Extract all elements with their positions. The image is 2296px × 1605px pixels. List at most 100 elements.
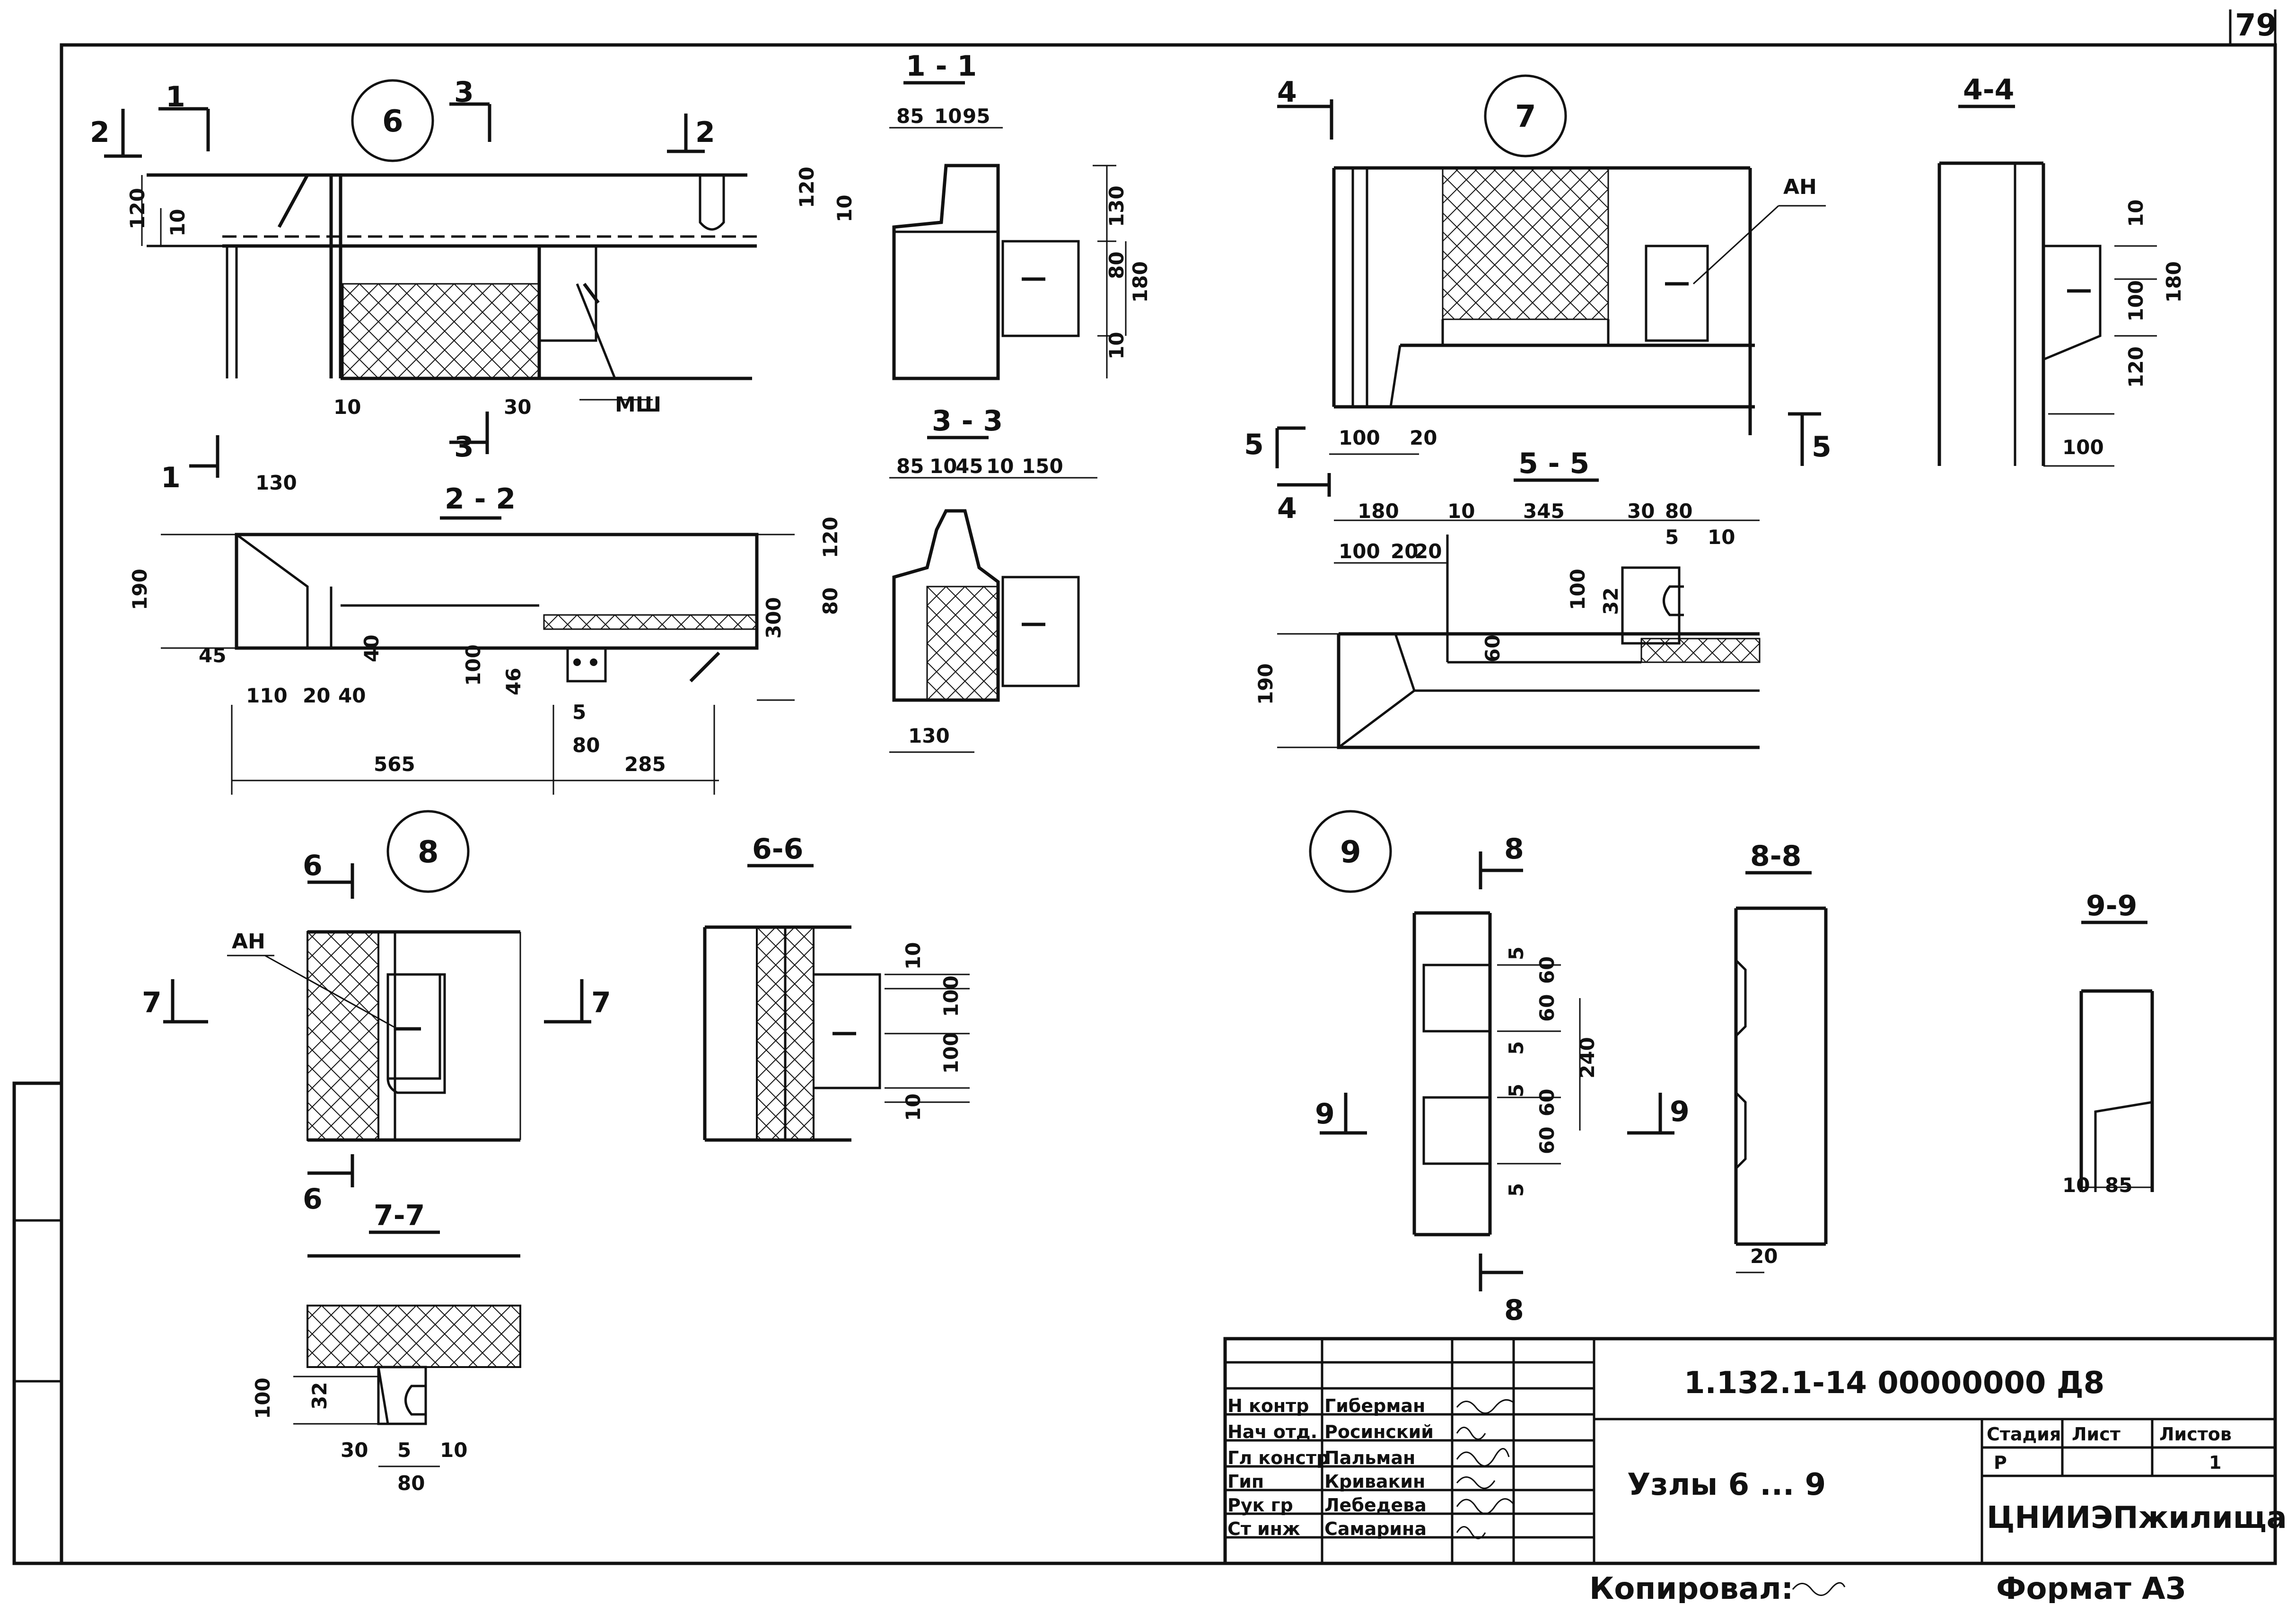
dim-285: 285 [624, 753, 666, 776]
dim-190: 190 [128, 569, 151, 610]
copied-signature [1792, 1582, 1846, 1596]
label-cut_marks-c7: 7 [591, 986, 611, 1019]
dim-10-e: 10 [1105, 332, 1128, 360]
dim-10-h: 10 [2124, 200, 2147, 227]
label-cut_marks-c3: 3 [454, 430, 474, 464]
dim-10-j: 10 [1708, 526, 1735, 549]
dim-120-c: 120 [819, 517, 842, 558]
label-cut_marks-c2: 2 [695, 116, 715, 149]
label-cut_marks-c1: 1 [161, 461, 181, 494]
dim-20-c: 20 [1391, 540, 1418, 563]
format-label: Формат А3 [1996, 1571, 2186, 1603]
section-9-9: 9-9 [2079, 889, 2154, 1192]
dim-80-c: 80 [819, 588, 842, 615]
label-sections-s55: 5 - 5 [1518, 447, 1589, 480]
tb-name-4: Лебедева [1324, 1495, 1427, 1516]
dim-5-g: 5 [1505, 1183, 1528, 1197]
dim-5: 5 [572, 701, 586, 724]
dim-300: 300 [762, 597, 785, 639]
section-6-6: 6-6 [703, 833, 970, 1142]
dim-30-c: 30 [341, 1438, 368, 1462]
callout-an-node7: АН [1783, 175, 1817, 199]
label-cut_marks-c7: 7 [142, 986, 162, 1019]
tb-sheets: 1 [2209, 1452, 2221, 1473]
label-cut_marks-c9: 9 [1315, 1097, 1335, 1131]
copied-label: Копировал: [1589, 1571, 1793, 1603]
tb-org: ЦНИИЭПжилища [1987, 1500, 2287, 1535]
cut-mark-1: 1 [161, 435, 219, 494]
dim-20-b: 20 [1410, 426, 1437, 449]
dim-100-h: 100 [939, 1032, 963, 1074]
dim-180-b: 180 [2162, 261, 2185, 303]
label-cut_marks-c4: 4 [1277, 76, 1297, 109]
node-6-view: 6 [141, 79, 757, 380]
label-cut_marks-c1: 1 [166, 80, 185, 114]
dim-10-k: 10 [902, 942, 925, 970]
label-cut_marks-c8: 8 [1504, 1294, 1524, 1327]
dim-100-b: 100 [1339, 426, 1380, 449]
dim-10-d: 10 [833, 195, 856, 222]
dim-60-b: 60 [1535, 956, 1559, 984]
section-4-4: 4-4 [1937, 73, 2157, 467]
dim-5-b: 5 [1665, 526, 1679, 549]
dim-10-n: 10 [2062, 1174, 2090, 1197]
dim-45-b: 45 [955, 455, 983, 478]
dim-100-i: 100 [251, 1377, 274, 1419]
dim-10-b: 10 [333, 395, 361, 419]
dim-120: 120 [126, 188, 149, 229]
section-2-2: 2 - 2 [161, 482, 795, 795]
dim-5-e: 5 [1505, 1041, 1528, 1055]
node-8-number: 8 [418, 835, 439, 870]
dim-120-b: 120 [795, 167, 818, 208]
node-6-number: 6 [382, 104, 403, 139]
dim-85: 85 [896, 105, 924, 128]
dim-130-c: 130 [908, 724, 950, 747]
dim-345: 345 [1523, 500, 1565, 523]
node-8-view: 8 [227, 810, 521, 1142]
dim-80-b: 80 [572, 734, 600, 757]
dim-10-c: 10 [934, 105, 962, 128]
dim-60-e: 60 [1535, 1127, 1559, 1154]
section-8-8: 8-8 [1734, 840, 1828, 1273]
tb-drawing-title: Узлы 6 ... 9 [1627, 1467, 1826, 1502]
dim-10-f: 10 [929, 455, 957, 478]
dim-5-c: 5 [397, 1438, 411, 1462]
cut-marks-node-8: 6 7 7 6 [142, 849, 611, 1216]
dim-10-m: 10 [440, 1438, 467, 1462]
label-cut_marks-c6: 6 [303, 849, 323, 882]
dim-32-b: 32 [308, 1382, 331, 1410]
dim-85-c: 85 [2105, 1174, 2132, 1197]
tb-name-0: Гиберман [1324, 1395, 1425, 1416]
node-7-view: 7 [1329, 74, 1826, 455]
dim-32: 32 [1599, 588, 1622, 615]
callout-an-node8: АН [232, 930, 265, 954]
tb-role-0: Н контр [1227, 1395, 1309, 1416]
label-sections-s11: 1 - 1 [906, 50, 977, 83]
tb-role-2: Гл констр [1227, 1447, 1329, 1468]
dim-10-l: 10 [902, 1094, 925, 1121]
node-9-number: 9 [1340, 835, 1361, 870]
sheet-frame [12, 9, 2277, 1565]
label-sections-s33: 3 - 3 [932, 404, 1003, 438]
tb-sheet-header: Лист [2072, 1424, 2121, 1445]
dim-120-d: 120 [2124, 346, 2147, 388]
dim-100: 100 [462, 644, 485, 686]
page-number: 79 [2235, 8, 2277, 43]
section-1-1: 1 - 1 [889, 50, 1127, 380]
node-7-number: 7 [1515, 99, 1536, 134]
dim-30-b: 30 [1627, 500, 1655, 523]
label-cut_marks-c2: 2 [90, 116, 110, 149]
label-sections-s66: 6-6 [752, 833, 803, 866]
label-sections-s77: 7-7 [374, 1199, 425, 1232]
tb-doc-code: 1.132.1-14 00000000 Д8 [1684, 1366, 2104, 1401]
label-sections-s22: 2 - 2 [445, 482, 516, 516]
tb-name-3: Кривакин [1324, 1471, 1425, 1492]
dim-240: 240 [1576, 1037, 1599, 1079]
label-cut_marks-c4: 4 [1277, 492, 1297, 525]
dim-40: 40 [338, 684, 366, 707]
tb-name-5: Самарина [1324, 1518, 1427, 1539]
tb-name-1: Росинский [1324, 1421, 1434, 1442]
dim-10-i: 10 [1447, 500, 1475, 523]
dim-95: 95 [963, 105, 990, 128]
dim-190-b: 190 [1254, 663, 1277, 705]
